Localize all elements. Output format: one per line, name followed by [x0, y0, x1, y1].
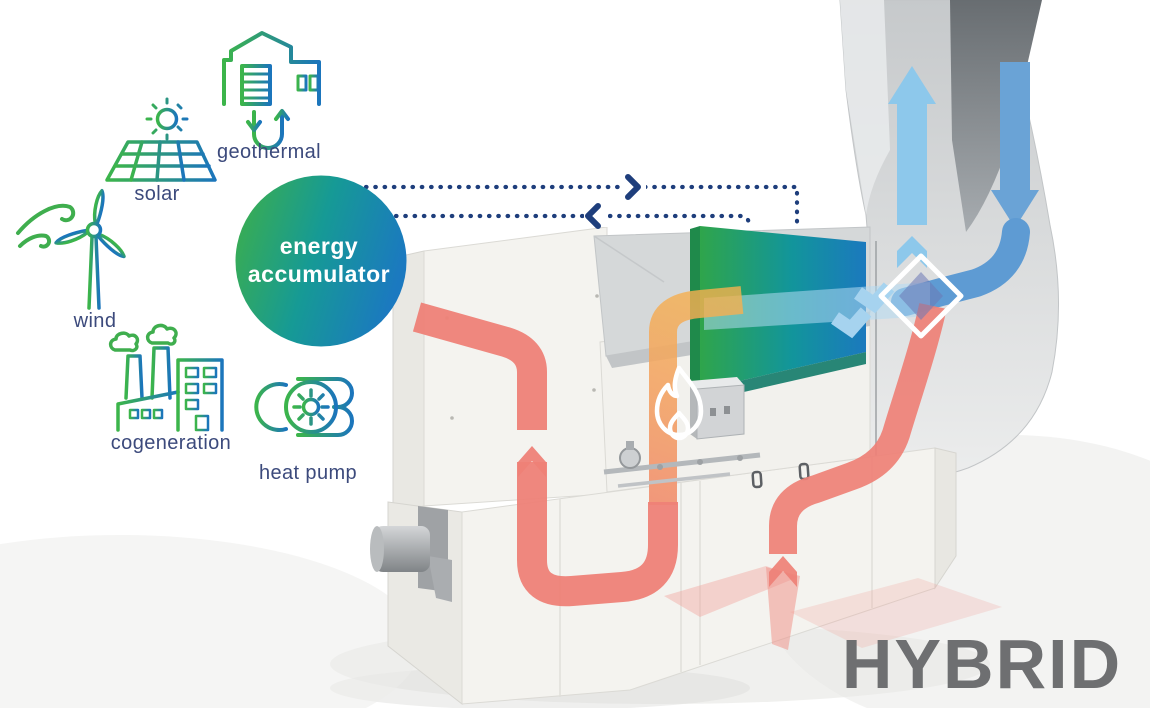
gas-train [603, 441, 761, 488]
accumulator-label-line2: accumulator [248, 261, 390, 287]
discharge-dotted-line [393, 213, 754, 231]
gas-valve [619, 447, 641, 469]
solar-label: solar [134, 183, 179, 205]
exhaust-up-arrowhead [769, 556, 797, 587]
energy-accumulator: energy accumulator [235, 175, 407, 347]
geothermal-building-icon [208, 31, 332, 150]
exhaust-heat-path [664, 303, 1002, 650]
cogeneration-label: cogeneration [111, 432, 231, 454]
gas-pipe-lower [617, 472, 731, 488]
accumulator-links [363, 184, 800, 233]
hood-fold-line [593, 235, 665, 283]
diamond-core [899, 272, 943, 320]
gas-pipe [603, 452, 761, 475]
wind-label: wind [73, 310, 117, 332]
duct-left-face [840, 0, 890, 215]
cogeneration-plant-icon [110, 346, 232, 432]
floor-streak-down [766, 567, 800, 650]
heat-pump-fan-icon [254, 377, 354, 437]
brand-title: HYBRID [842, 625, 1122, 703]
accumulator-circle [235, 175, 407, 347]
chevron-left-icon [585, 203, 601, 229]
wind-turbine-icon [54, 189, 134, 313]
source-geothermal: geothermal [208, 31, 332, 163]
wind-gust-icon [16, 203, 76, 249]
solar-panel-sun-icon [105, 97, 217, 182]
chevron-gap-right [620, 176, 646, 198]
chevron-right-icon [625, 174, 641, 200]
hot-air-return-bottom [517, 462, 678, 607]
air-down-arrow [991, 62, 1039, 228]
floor-streak-left [664, 566, 798, 617]
source-cogeneration: cogeneration [108, 323, 232, 454]
burner-control-box [690, 377, 745, 440]
source-wind: wind [16, 189, 134, 332]
smoke-clouds-icon [108, 323, 178, 353]
left-cabinet-front [423, 226, 608, 507]
floor-streak-right [790, 578, 1002, 648]
exhaust-rise-path [769, 303, 947, 554]
duct-inner-dark-face [950, 0, 1042, 232]
charge-dotted-line [363, 184, 800, 233]
left-floor-wash [0, 535, 420, 708]
source-solar: solar [105, 97, 217, 205]
burner-hot-air-path [649, 286, 744, 505]
source-heat-pump: heat pump [254, 377, 357, 484]
hot-air-up-arrowhead [518, 446, 546, 477]
burner-motor [370, 506, 452, 602]
flame-icon [654, 365, 704, 441]
hot-air-loop [412, 286, 744, 607]
gas-valve-stem [626, 441, 634, 450]
heat-exchanger-diamond-icon [878, 253, 964, 339]
hot-air-riser [412, 302, 547, 430]
heat-pump-label: heat pump [259, 462, 357, 484]
geothermal-label: geothermal [217, 141, 321, 163]
diamond-outline [878, 253, 964, 339]
base-right-end [934, 447, 957, 590]
accumulator-label-line1: energy [280, 233, 358, 259]
